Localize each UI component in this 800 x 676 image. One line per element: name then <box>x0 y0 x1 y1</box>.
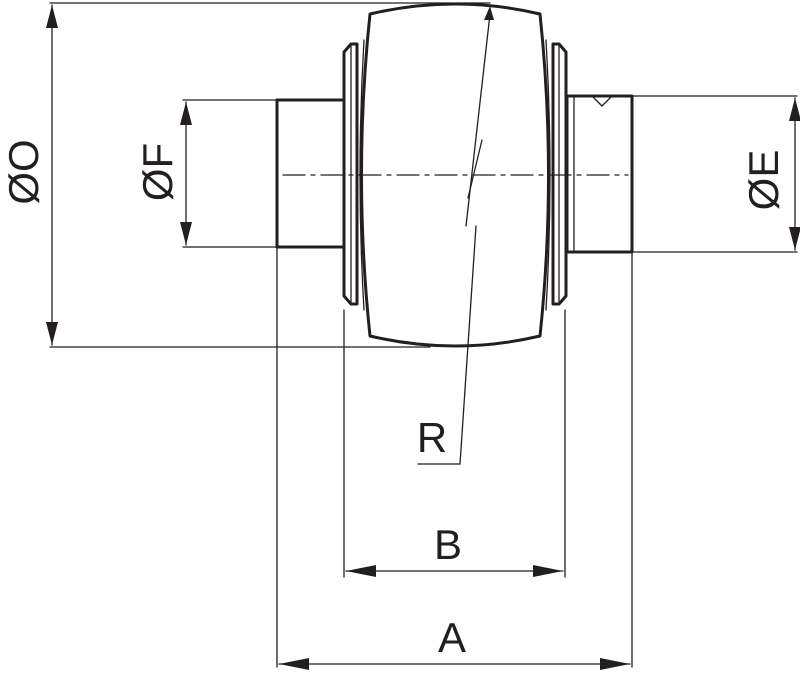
label-diameter-o: ØO <box>0 139 47 204</box>
label-diameter-e: ØE <box>740 150 787 211</box>
label-length-a: A <box>438 614 466 661</box>
extension-lines <box>49 2 798 668</box>
label-diameter-f: ØF <box>134 143 181 201</box>
label-length-b: B <box>434 521 462 568</box>
dimension-diameter-e <box>789 97 800 251</box>
dimension-diameter-o <box>46 4 58 346</box>
dimension-length-b <box>345 565 564 577</box>
label-radius: R <box>417 414 447 461</box>
left-shaft-stub <box>275 98 349 249</box>
dimension-length-a <box>278 658 631 670</box>
right-shaft-stub <box>565 94 634 254</box>
dimension-diameter-f <box>180 101 192 246</box>
right-flange <box>551 42 568 306</box>
left-flange <box>342 42 359 306</box>
radius-leader <box>417 6 494 465</box>
